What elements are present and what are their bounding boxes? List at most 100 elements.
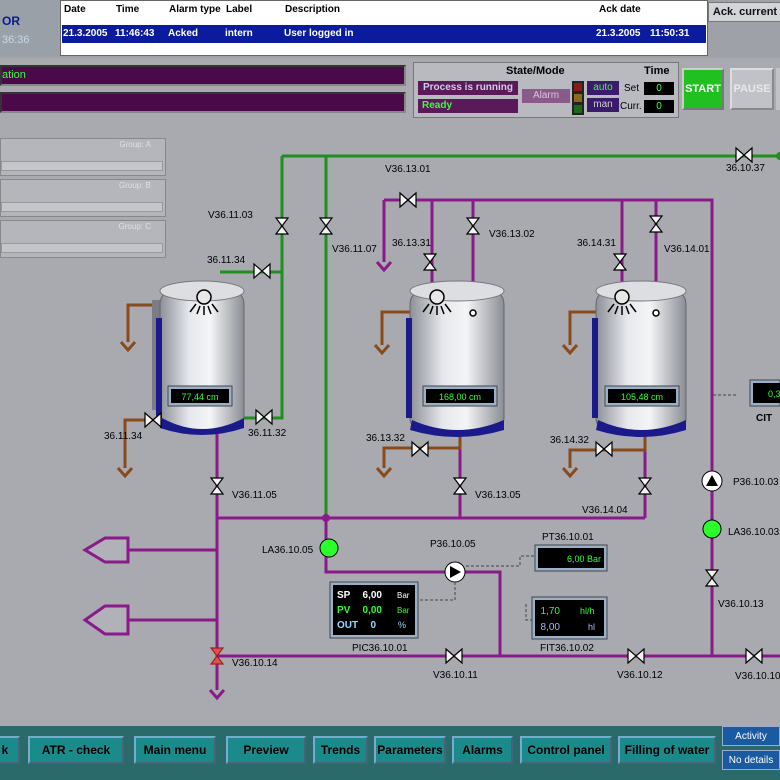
nav-atr-check[interactable]: ATR - check <box>28 736 124 764</box>
sp-value: 6,00 <box>363 590 383 601</box>
level-alarm-icon-la3610-05[interactable] <box>319 538 339 558</box>
cit-display: 0,3 CIT <box>749 379 780 424</box>
purple-outlet-bottom <box>208 689 226 701</box>
curr-label: Curr. <box>620 101 642 112</box>
state-mode-panel: State/Mode Process is running Ready Alar… <box>413 62 679 118</box>
label-v3613-05: V36.13.05 <box>475 490 521 501</box>
group-b-bar <box>1 202 163 212</box>
junction-dot <box>322 514 330 522</box>
lamp-green <box>574 105 582 113</box>
group-b-label: Group: B <box>118 181 151 190</box>
drain-outlets <box>116 341 579 479</box>
flow-total-unit: hl <box>588 622 595 632</box>
nav-parameters[interactable]: Parameters <box>374 736 446 764</box>
label-v3613-02: V36.13.02 <box>489 229 535 240</box>
label-3611-34a: 36.11.34 <box>207 255 246 266</box>
out-value: 0 <box>370 620 376 631</box>
pic-controller-display[interactable]: SP 6,00 Bar PV 0,00 Bar OUT 0 % <box>329 581 419 639</box>
lamp-red <box>574 83 582 91</box>
label-p3610-05: P36.10.05 <box>430 539 476 550</box>
state-mode-title: State/Mode <box>506 65 565 77</box>
alarm-time: 11:46:43 <box>115 28 155 39</box>
process-diagram: 77,44 cm 168,00 cm 105,48 cm 6,00 Bar 1,… <box>82 146 780 701</box>
tank-2[interactable] <box>406 280 505 437</box>
label-v3610-12: V36.10.12 <box>617 670 663 681</box>
label-p3610-03: P36.10.03 <box>733 477 779 488</box>
alarm-indicator: Alarm <box>522 89 570 103</box>
label-v3614-04: V36.14.04 <box>582 505 628 516</box>
flow-rate: 1,70 <box>541 606 561 617</box>
group-c-panel[interactable]: Group: C <box>0 220 166 258</box>
group-a-panel[interactable]: Group: A <box>0 138 166 176</box>
nav-trends[interactable]: Trends <box>313 736 368 764</box>
nav-main-menu[interactable]: Main menu <box>134 736 216 764</box>
activity-button[interactable]: Activity <box>722 726 780 746</box>
logo-panel: OR 36:36 <box>0 0 58 56</box>
out-unit: % <box>398 620 406 630</box>
no-details-button[interactable]: No details <box>722 750 780 770</box>
col-ack-date: Ack date <box>599 4 641 15</box>
label-v3614-01: V36.14.01 <box>664 244 710 255</box>
label-v3611-07: V36.11.07 <box>332 244 377 255</box>
arrow-inlet-1 <box>82 536 130 564</box>
label-v3610-11: V36.10.11 <box>433 670 478 681</box>
auto-mode-button[interactable]: auto <box>587 81 619 95</box>
label-3613-32: 36.13.32 <box>366 433 405 444</box>
label-pt3610-01: PT36.10.01 <box>542 532 594 543</box>
label-3611-32: 36.11.32 <box>248 428 287 439</box>
alarm-description: User logged in <box>284 28 354 39</box>
nav-control-panel[interactable]: Control panel <box>520 736 612 764</box>
group-a-bar <box>1 161 163 171</box>
process-status: Process is running <box>418 81 518 95</box>
label-3611-34b: 36.11.34 <box>104 431 143 442</box>
alarm-table[interactable]: Date Time Alarm type Label Description A… <box>60 0 708 56</box>
time-title: Time <box>644 65 670 77</box>
pump-icon-p3610-05[interactable] <box>444 561 466 583</box>
status-lamps <box>572 81 584 115</box>
signal-lines <box>420 394 736 621</box>
group-b-panel[interactable]: Group: B <box>0 179 166 217</box>
tank-1-level-display: 77,44 cm <box>167 385 233 407</box>
tank-3-level: 105,48 cm <box>621 392 663 402</box>
group-a-label: Group: A <box>119 140 151 149</box>
pv-unit: Bar <box>397 606 410 615</box>
nav-filling-of-water[interactable]: Filling of water <box>618 736 716 764</box>
alarm-type: Acked <box>168 28 199 39</box>
ack-current-button[interactable]: Ack. current <box>708 2 780 22</box>
pause-button[interactable]: PAUSE <box>730 68 774 110</box>
valve-icons[interactable] <box>144 146 763 665</box>
group-c-bar <box>1 243 163 253</box>
tank-3[interactable] <box>592 280 687 437</box>
set-time-value: 0 <box>644 82 674 95</box>
pump-icon-p3610-03[interactable] <box>701 470 723 492</box>
label-v3611-03: V36.11.03 <box>208 210 253 221</box>
flow-total: 8,00 <box>541 622 561 633</box>
tank-1[interactable] <box>152 280 245 435</box>
alarm-ack-date: 21.3.2005 <box>596 28 641 39</box>
label-la3610-05: LA36.10.05 <box>262 545 314 556</box>
nav-back-button[interactable]: k <box>0 736 20 764</box>
cit-value: 0,3 <box>768 389 780 399</box>
nav-preview[interactable]: Preview <box>226 736 306 764</box>
level-alarm-icon-la3610-03[interactable] <box>702 519 722 539</box>
purple-outlet <box>375 261 393 273</box>
label-3613-31: 36.13.31 <box>392 238 431 249</box>
ready-status: Ready <box>418 99 518 113</box>
sp-label: SP <box>337 590 351 601</box>
start-button[interactable]: START <box>682 68 724 110</box>
next-button-edge[interactable] <box>776 68 780 110</box>
flow-display: 1,70 hl/h 8,00 hl <box>531 596 608 640</box>
nav-alarms[interactable]: Alarms <box>452 736 513 764</box>
logo-text: OR <box>2 14 20 28</box>
pressure-display: 6,00 Bar <box>534 544 608 572</box>
tank-1-level: 77,44 cm <box>181 392 218 402</box>
col-time: Time <box>116 4 140 15</box>
alarm-label: intern <box>225 28 253 39</box>
cit-label: CIT <box>756 413 772 424</box>
label-v3610-14: V36.10.14 <box>232 658 278 669</box>
logo-time: 36:36 <box>2 34 30 46</box>
tank-3-level-display: 105,48 cm <box>604 385 680 407</box>
set-label: Set <box>624 83 640 94</box>
manual-mode-button[interactable]: man <box>587 98 619 112</box>
alarm-row[interactable]: 21.3.2005 11:46:43 Acked intern User log… <box>62 25 706 43</box>
